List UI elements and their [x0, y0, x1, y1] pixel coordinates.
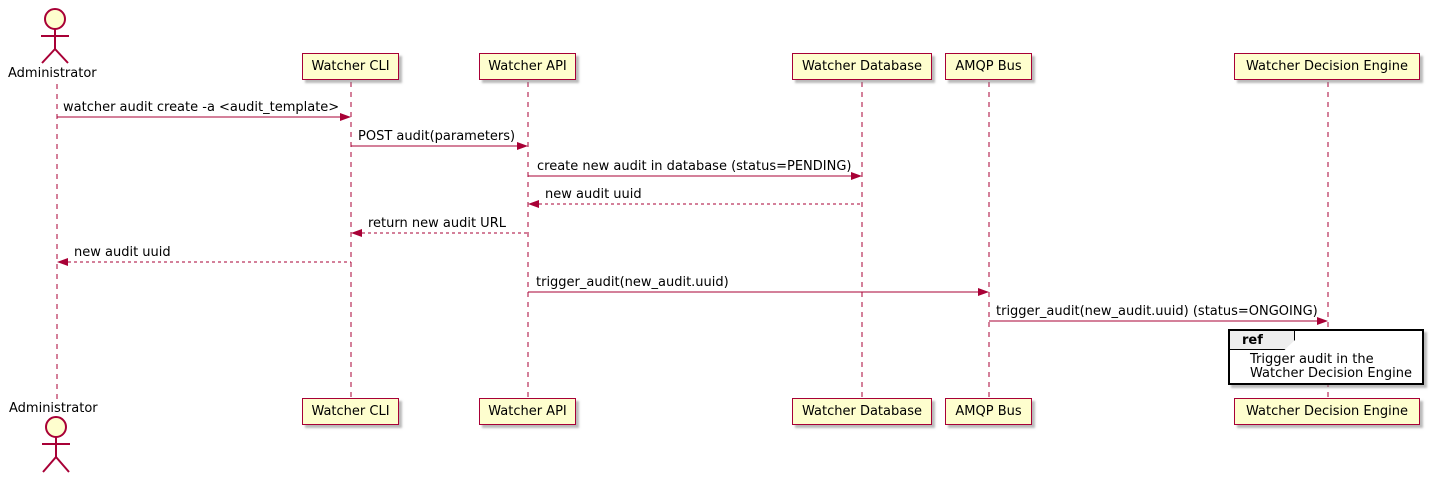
lifelines: [56, 82, 1329, 400]
message-label-6: trigger_audit(new_audit.uuid): [536, 275, 729, 290]
participant-watcher-api-bottom: Watcher API: [479, 398, 576, 425]
message-arrow-4: [351, 229, 528, 237]
message-arrow-3: [528, 200, 862, 208]
participant-watcher-decision-engine-top: Watcher Decision Engine: [1234, 53, 1420, 80]
message-label-3: new audit uuid: [545, 187, 642, 202]
actor-head: [44, 8, 66, 30]
message-arrow-5: [57, 258, 351, 266]
message-arrow-6: [528, 288, 989, 296]
message-label-4: return new audit URL: [368, 216, 506, 231]
message-label-0: watcher audit create -a <audit_template>: [63, 100, 340, 115]
message-arrows: [57, 113, 1328, 325]
actor-label-top: Administrator: [8, 66, 97, 81]
participant-watcher-cli-top: Watcher CLI: [302, 53, 399, 80]
message-label-7: trigger_audit(new_audit.uuid) (status=ON…: [996, 304, 1318, 319]
actor-figure-top: [41, 8, 69, 64]
ref-text-line-1: Trigger audit in the: [1250, 352, 1374, 367]
message-arrow-7: [989, 317, 1328, 325]
participant-watcher-database-top: Watcher Database: [792, 53, 932, 80]
message-label-2: create new audit in database (status=PEN…: [537, 159, 852, 174]
ref-keyword: ref: [1229, 330, 1295, 350]
participant-watcher-api-top: Watcher API: [479, 53, 576, 80]
actor-figure-bottom: [42, 416, 70, 473]
participant-watcher-database-bottom: Watcher Database: [792, 398, 932, 425]
participant-watcher-cli-bottom: Watcher CLI: [302, 398, 399, 425]
actor-label-bottom: Administrator: [9, 401, 98, 416]
message-arrow-2: [528, 172, 862, 180]
ref-fragment: ref Trigger audit in the Watcher Decisio…: [1228, 329, 1424, 385]
message-arrow-1: [351, 142, 528, 150]
participant-amqp-bus-bottom: AMQP Bus: [945, 398, 1032, 425]
participant-amqp-bus-top: AMQP Bus: [945, 53, 1032, 80]
participant-watcher-decision-engine-bottom: Watcher Decision Engine: [1234, 398, 1420, 425]
ref-text-line-2: Watcher Decision Engine: [1250, 366, 1412, 381]
message-arrow-0: [57, 113, 351, 121]
actor-head: [45, 416, 67, 438]
ref-text: Trigger audit in the Watcher Decision En…: [1250, 353, 1412, 381]
message-label-1: POST audit(parameters): [358, 129, 516, 144]
message-label-5: new audit uuid: [74, 245, 171, 260]
